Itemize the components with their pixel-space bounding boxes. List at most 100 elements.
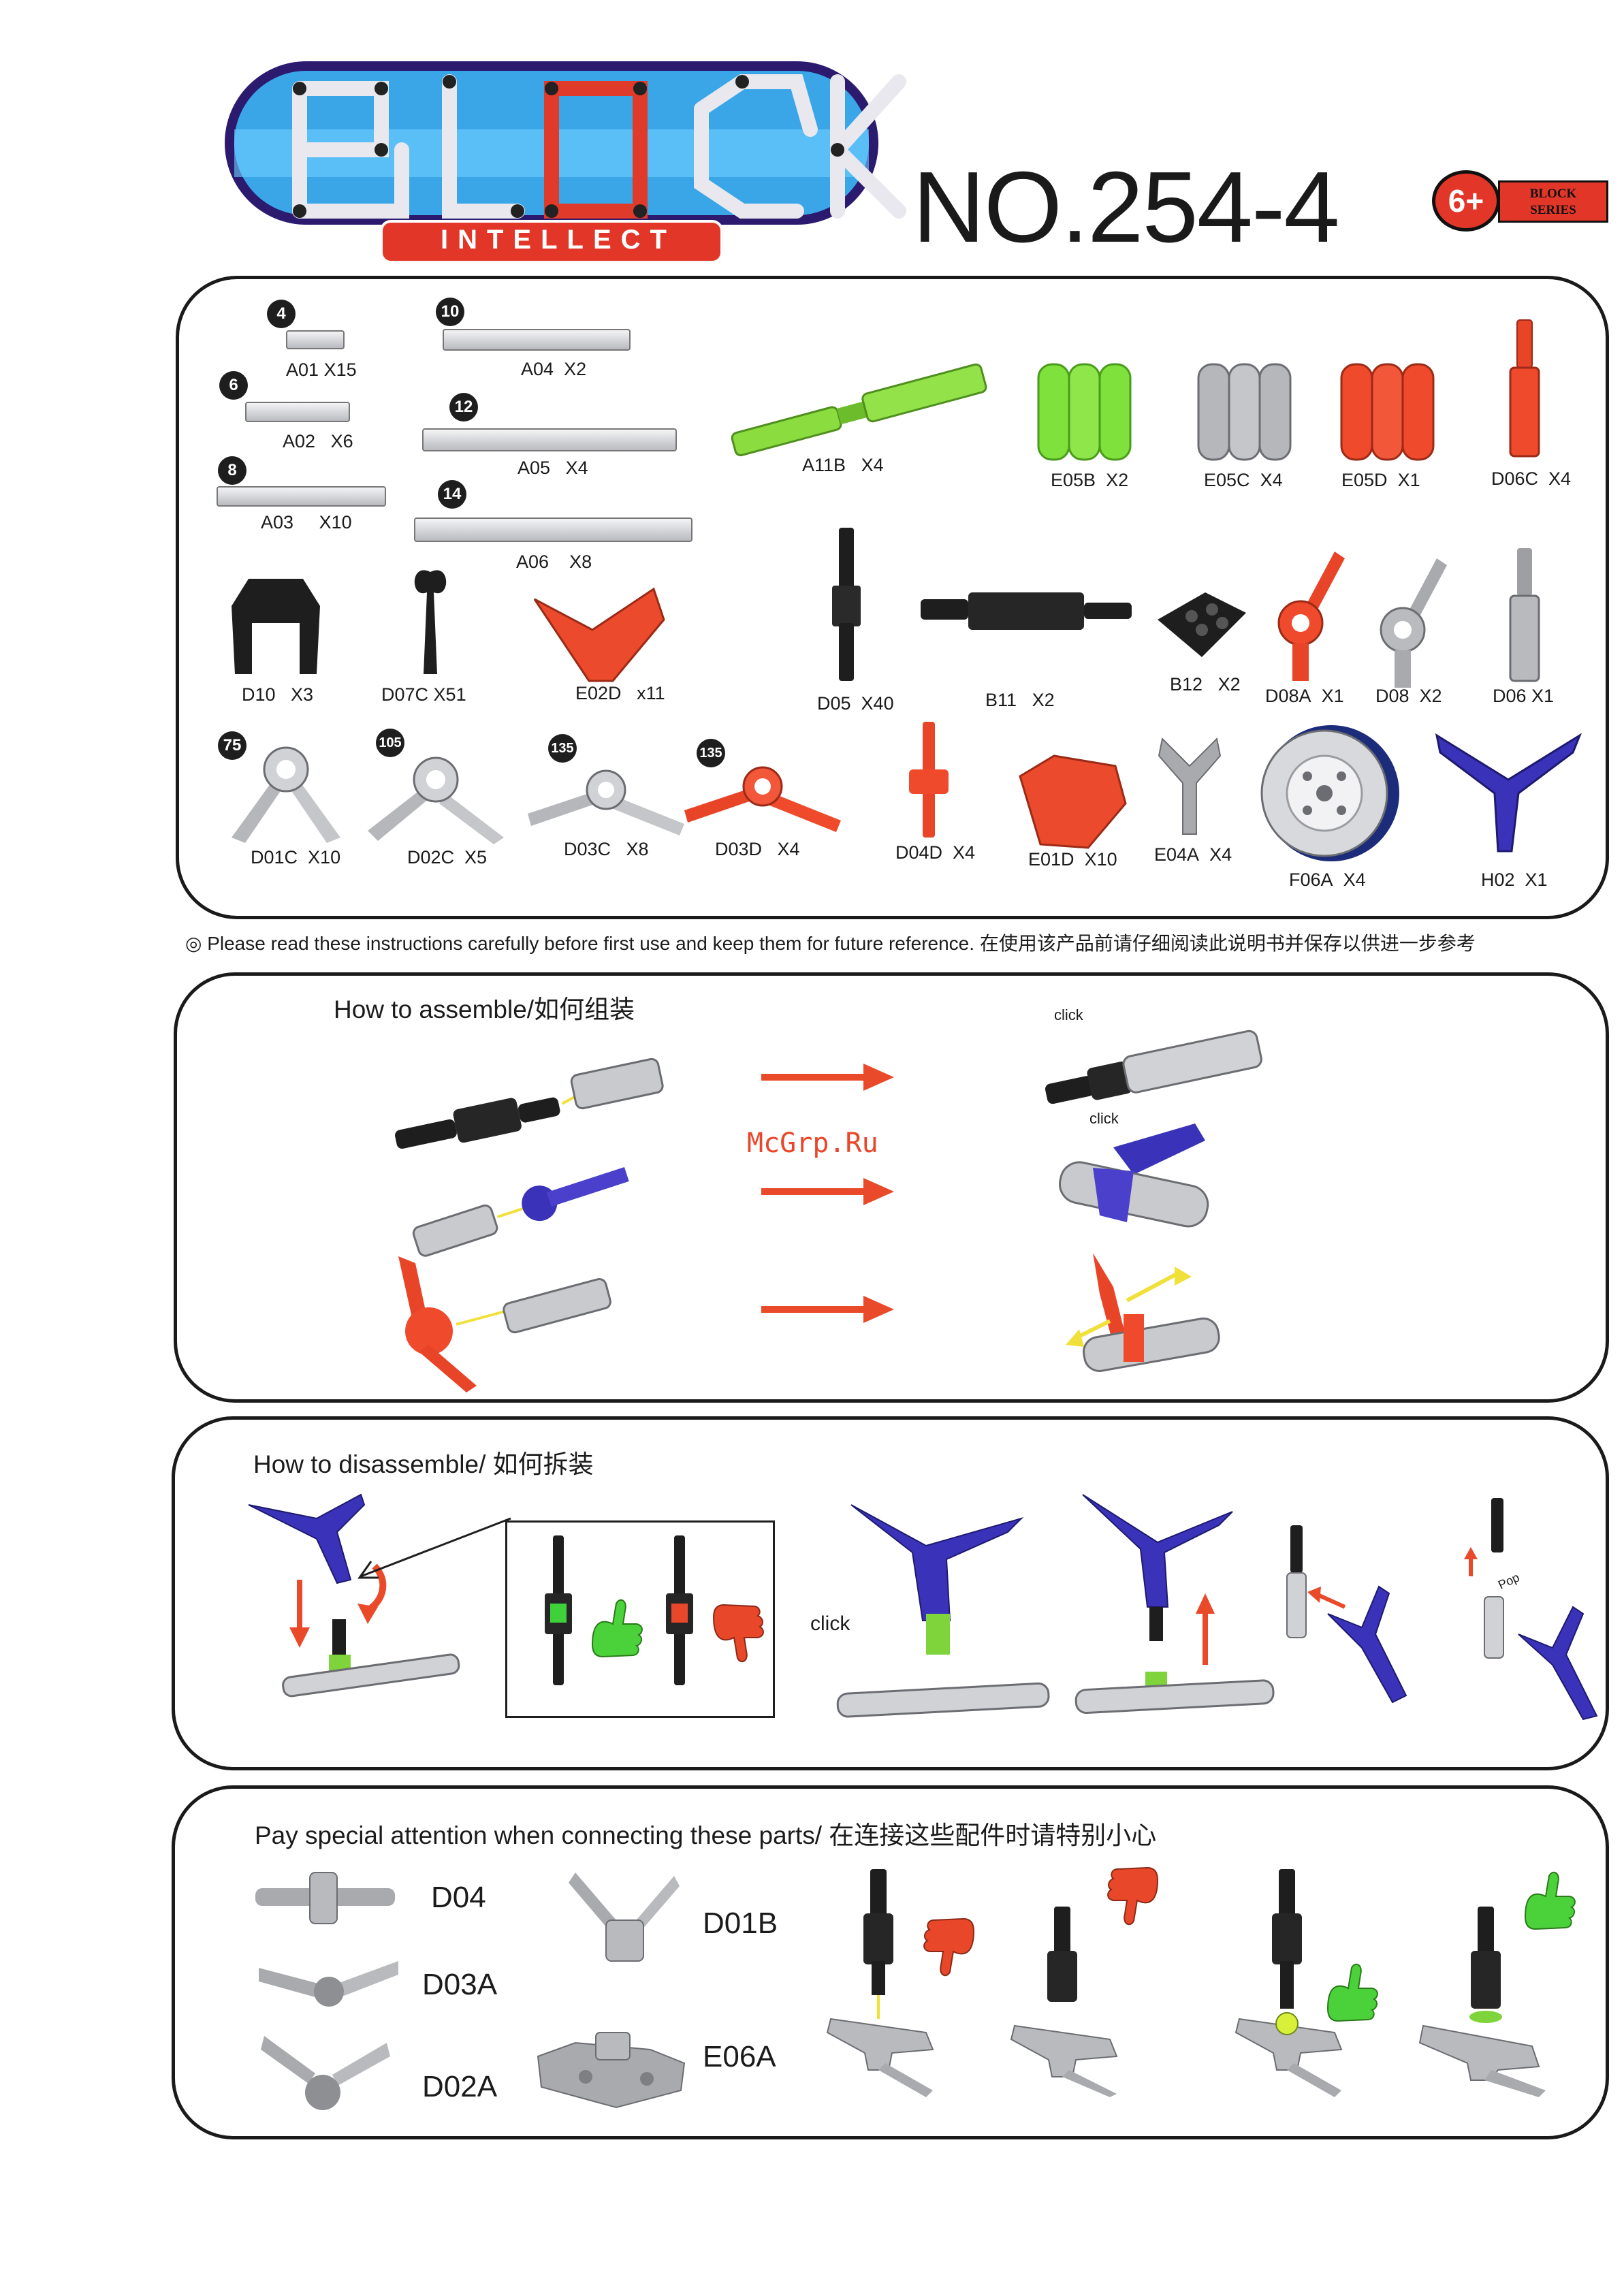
assemble-step2	[412, 1167, 629, 1257]
label-e04a: E04A X4	[1154, 844, 1232, 865]
label-e05c: E05C X4	[1204, 470, 1283, 490]
size-badge: 14	[438, 480, 466, 509]
b12-shape	[1158, 592, 1246, 657]
assemble-result1	[1045, 1030, 1262, 1104]
e06a-shape	[537, 2032, 686, 2109]
h02-shape	[1435, 733, 1582, 853]
pointer-line	[357, 1517, 511, 1579]
angle-badge-d01c: 75	[218, 731, 246, 760]
watermark: McGrp.Ru	[747, 1128, 878, 1159]
tube-shape	[217, 486, 386, 507]
attention-frame	[172, 1785, 1609, 2139]
arrow-right-1	[761, 1064, 894, 1091]
d03d-shape	[684, 766, 841, 832]
d04-shape	[255, 1872, 395, 1924]
series-line2: SERIES	[1530, 203, 1576, 217]
d06c-shape	[1509, 319, 1540, 458]
label-d04d: D04D X4	[895, 842, 976, 863]
d02c-shape	[368, 756, 504, 844]
attention-ex1	[826, 1869, 975, 2097]
series-badge: BLOCK SERIES	[1498, 180, 1608, 223]
e04a-shape	[1158, 737, 1222, 835]
e02d-shape	[533, 587, 665, 682]
label-d08: D08 X2	[1375, 686, 1442, 706]
click-label-3: click	[810, 1612, 850, 1635]
d03a-shape	[259, 1961, 398, 2007]
label-d06c: D06C X4	[1491, 468, 1572, 489]
size-badge: 10	[436, 298, 464, 326]
label-a11b: A11B X4	[802, 455, 884, 475]
disassemble-step5	[1464, 1498, 1598, 1721]
label-d03d: D03D X4	[715, 839, 800, 859]
d07c-shape	[414, 570, 447, 674]
click-label-1: click	[1054, 1006, 1083, 1023]
d01c-shape	[232, 746, 340, 843]
tube-shape	[422, 428, 677, 451]
label-d01c: D01C X10	[251, 847, 341, 867]
parts-frame	[176, 276, 1609, 919]
part-label: A05 X4	[518, 458, 588, 478]
tube-shape	[443, 329, 631, 351]
label-d06: D06 X1	[1493, 686, 1555, 706]
part-label: A02 X6	[283, 431, 353, 451]
d04d-shape	[909, 722, 949, 838]
label-d07c: D07C X51	[381, 684, 466, 705]
attention-ex2	[1010, 1866, 1159, 2097]
assemble-step3	[398, 1256, 611, 1392]
label-e01d: E01D X10	[1028, 849, 1117, 870]
e05b-shape	[1037, 363, 1132, 461]
header: INTELLECT NO.254-4 6+ BLOCK SERIES	[0, 0, 1624, 272]
notice-text: ◎ Please read these instructions careful…	[185, 933, 1476, 954]
code-d01b: D01B	[703, 1907, 778, 1940]
d03c-shape	[528, 769, 684, 835]
a11b-shape	[731, 363, 987, 457]
label-d02c: D02C X5	[407, 847, 488, 867]
age-badge: 6+	[1432, 170, 1500, 232]
part-label: A04 X2	[521, 359, 587, 379]
detail-good	[545, 1535, 643, 1685]
tube-shape	[286, 330, 345, 349]
part-label: A03 X10	[261, 512, 352, 532]
label-d03c: D03C X8	[564, 839, 649, 859]
size-badge: 6	[219, 371, 248, 400]
label-b12: B12 X2	[1170, 674, 1241, 695]
part-label: A06 X8	[516, 552, 592, 572]
label-d05: D05 X40	[817, 693, 894, 714]
size-badge: 12	[449, 393, 478, 421]
detail-box	[505, 1520, 775, 1718]
label-f06a: F06A X4	[1289, 870, 1366, 890]
label-e02d: E02D x11	[575, 683, 665, 703]
d10-shape	[232, 579, 320, 674]
label-e05d: E05D X1	[1341, 470, 1420, 490]
assemble-result3	[1066, 1253, 1220, 1372]
size-badge: 4	[267, 300, 296, 328]
label-b11: B11 X2	[985, 690, 1055, 710]
model-number: NO.254-4	[912, 151, 1340, 264]
code-d04: D04	[431, 1881, 486, 1914]
assemble-result2	[1058, 1124, 1209, 1228]
code-d02a: D02A	[422, 2070, 498, 2103]
d02a-shape	[261, 2036, 390, 2110]
age-text: 6+	[1448, 183, 1484, 219]
assemble-step1	[395, 1057, 664, 1149]
disassemble-title: How to disassemble/ 如何拆装	[253, 1450, 594, 1478]
d01b-shape	[569, 1873, 680, 1962]
b11-shape	[921, 592, 1132, 630]
attention-ex4	[1418, 1871, 1576, 2097]
d08-shape	[1380, 558, 1447, 688]
click-label-2: click	[1089, 1110, 1119, 1127]
label-d08a: D08A X1	[1265, 686, 1344, 706]
arrow-right-3	[761, 1296, 894, 1323]
code-e06a: E06A	[703, 2040, 776, 2073]
tube-shape	[245, 402, 350, 422]
tube-shape	[414, 517, 692, 542]
angle-badge-d03c: 135	[548, 734, 577, 763]
label-e05b: E05B X2	[1051, 470, 1129, 490]
disassemble-step4	[1286, 1525, 1407, 1704]
assemble-title: How to assemble/如何组装	[334, 995, 635, 1023]
angle-badge-d03d: 135	[697, 739, 725, 767]
assemble-frame	[174, 972, 1609, 1403]
e01d-shape	[1019, 754, 1127, 849]
d08a-shape	[1277, 552, 1345, 681]
logo-subtitle: INTELLECT	[441, 225, 676, 255]
